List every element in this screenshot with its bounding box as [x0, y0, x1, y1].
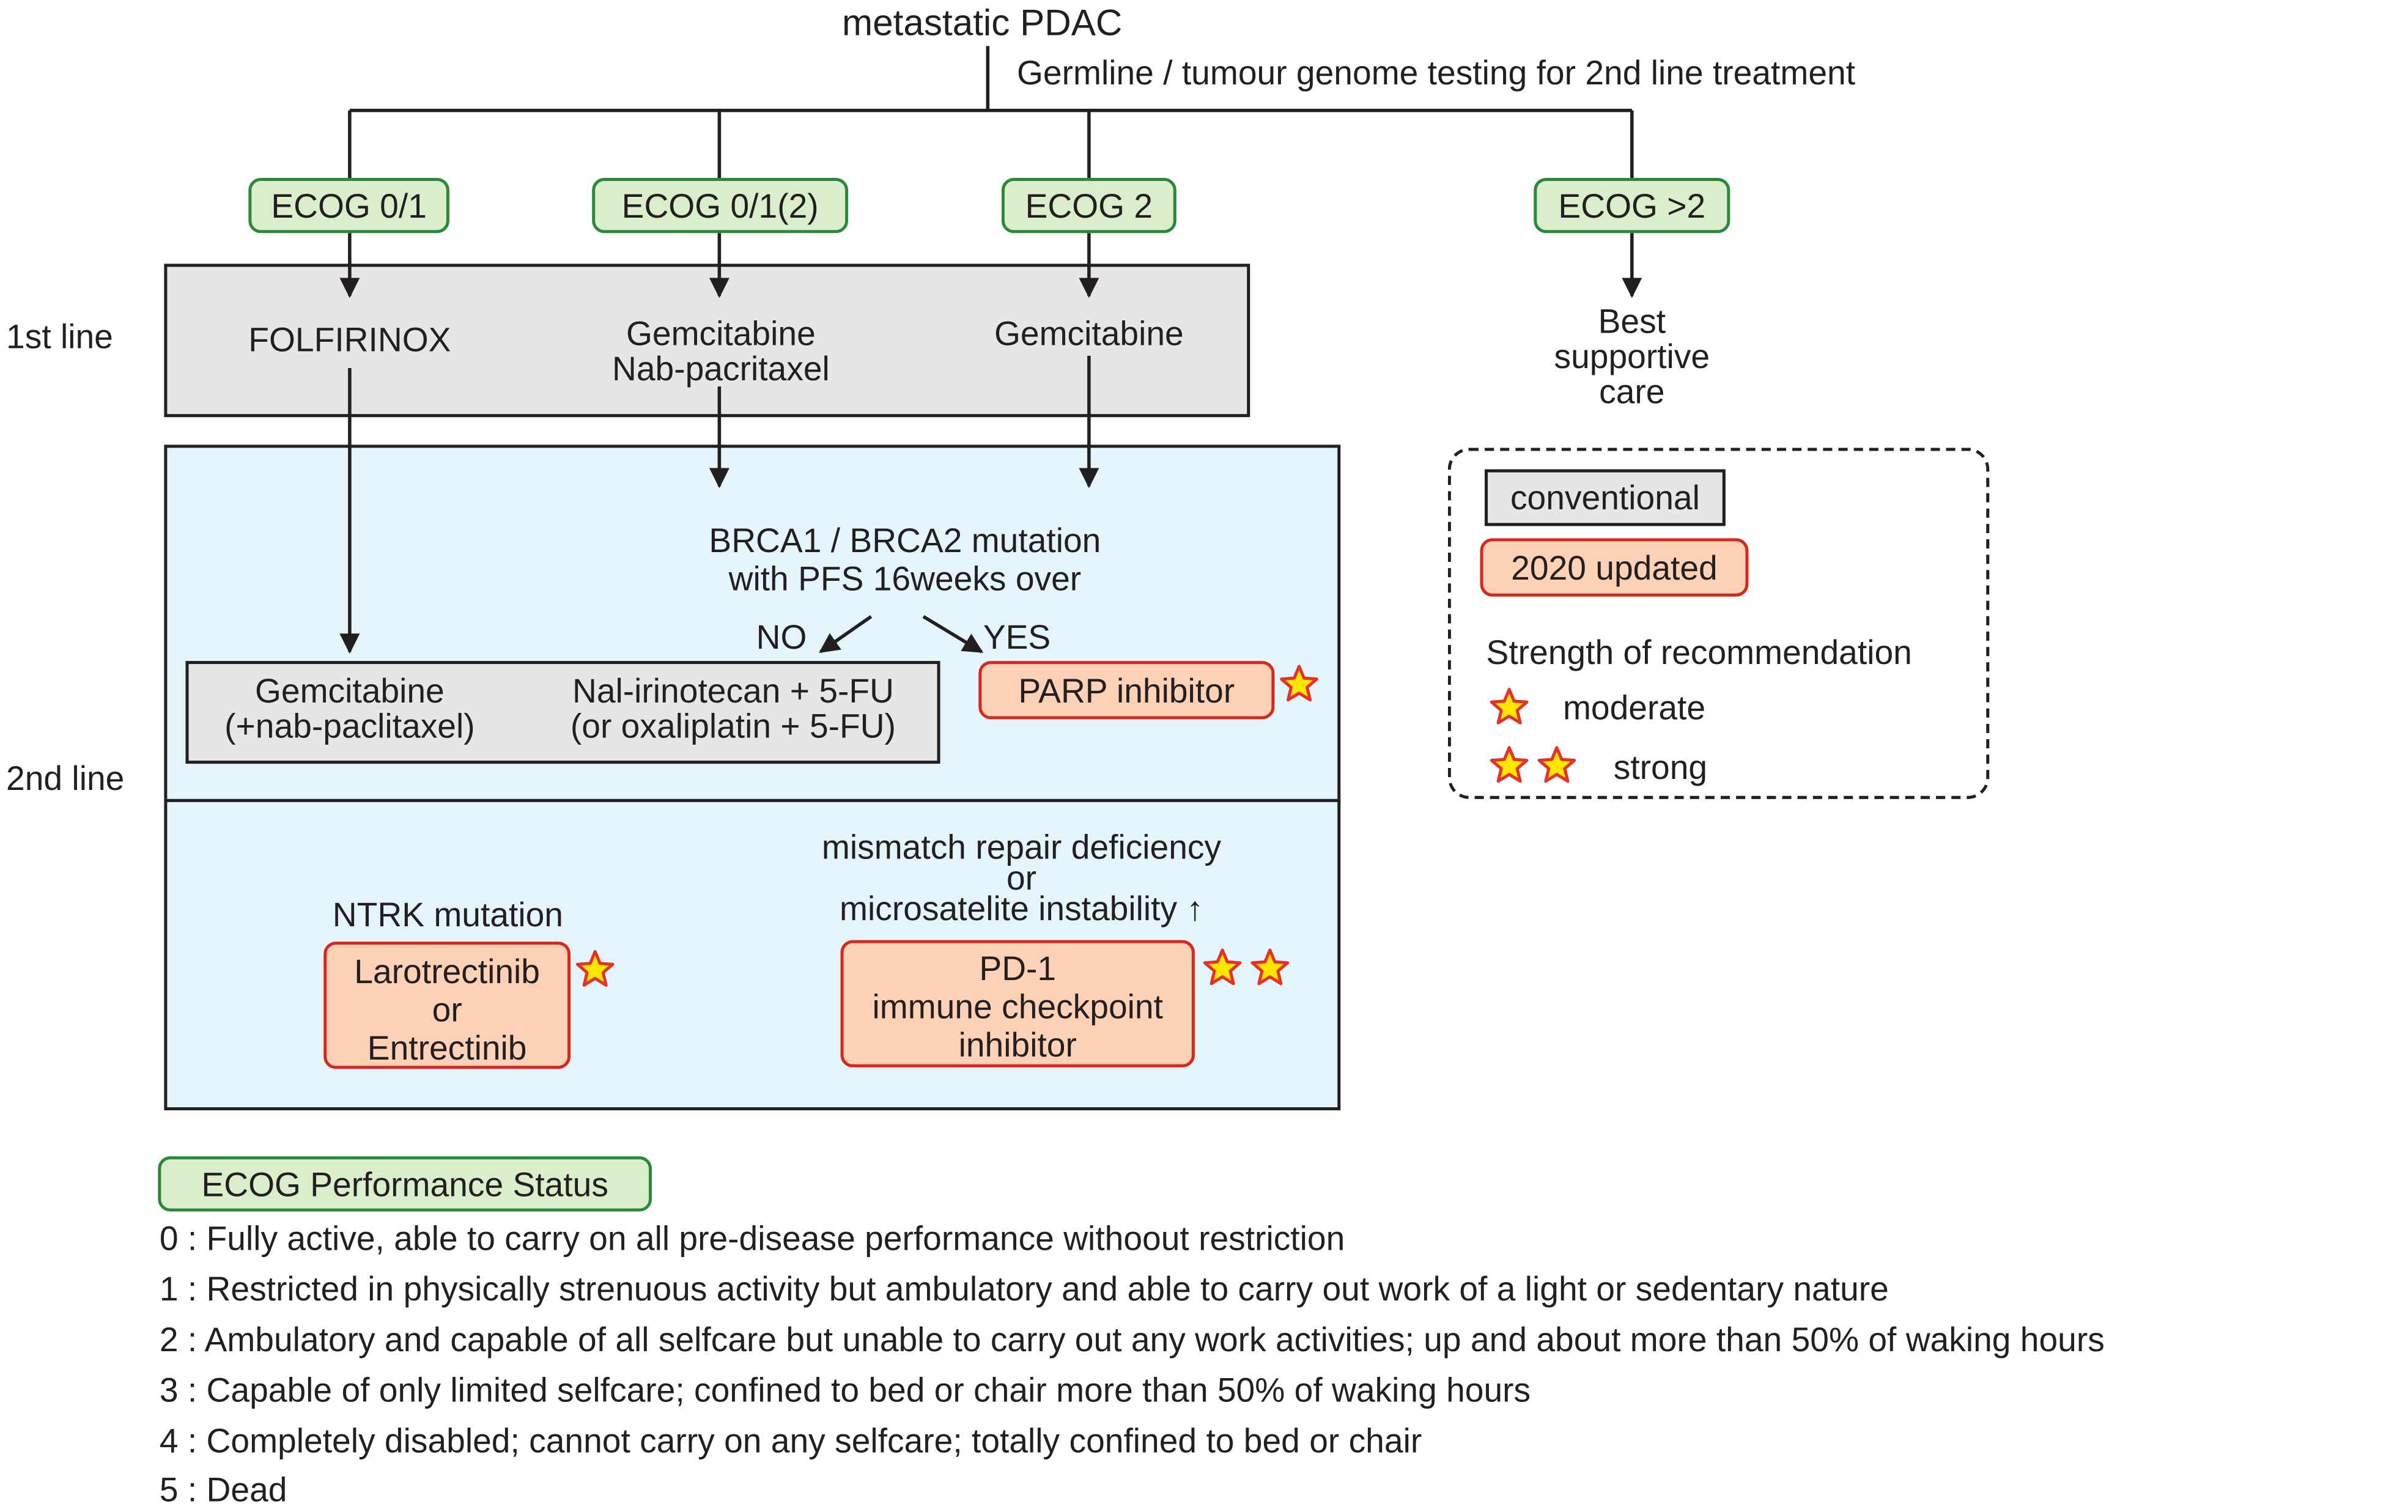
ntrk-larotrectinib: Larotrectinib — [354, 952, 540, 991]
legend-box — [1447, 448, 1990, 799]
brca-mutation-text: BRCA1 / BRCA2 mutation — [709, 521, 1101, 560]
ntrk-drug-box — [323, 942, 571, 1069]
star-icon — [1490, 687, 1529, 725]
legend-2020-updated: 2020 updated — [1480, 538, 1749, 597]
mmr-or-label: or — [1006, 858, 1037, 898]
star-icon — [1280, 665, 1318, 702]
ecog-group-2: ECOG 2 — [1001, 177, 1176, 234]
star-icon — [1203, 948, 1242, 986]
ntrk-entrectinib: Entrectinib — [367, 1029, 527, 1068]
legend-conventional: conventional — [1485, 469, 1726, 526]
best-supportive-care-1: Best — [1598, 302, 1666, 341]
legend-strong: strong — [1613, 748, 1708, 787]
first-line-gemcitabine-nab-2: Nab-pacritaxel — [612, 349, 830, 388]
brca-yes-label: YES — [983, 618, 1051, 657]
pd1-inhibitor-box — [840, 940, 1195, 1068]
ecog-group-0-1-2: ECOG 0/1(2) — [592, 177, 849, 234]
ecog-status-title: ECOG Performance Status — [158, 1156, 652, 1212]
best-supportive-care-3: care — [1599, 372, 1665, 411]
ntrk-mutation-label: NTRK mutation — [332, 895, 564, 934]
pd1-inhibitor-label: inhibitor — [958, 1026, 1077, 1064]
ecog-group-0-1: ECOG 0/1 — [248, 177, 449, 234]
genome-testing-note: Germline / tumour genome testing for 2nd… — [1017, 53, 1856, 92]
brca-no-label: NO — [756, 618, 807, 657]
ecog-status-4: 4 : Completely disabled; cannot carry on… — [159, 1422, 1422, 1460]
second-line-oxaliplatin: (or oxaliplatin + 5-FU) — [570, 707, 896, 746]
mmr-deficiency-label: mismatch repair deficiency — [821, 828, 1222, 867]
diagram-title: metastatic PDAC — [842, 3, 1123, 45]
second-line-nal-irinotecan: Nal-irinotecan + 5-FU — [572, 671, 894, 710]
ntrk-or: or — [432, 990, 462, 1030]
star-icon — [1250, 948, 1290, 986]
first-line-gemcitabine: Gemcitabine — [994, 314, 1184, 353]
second-line-label: 2nd line — [6, 759, 125, 798]
star-icon — [1490, 746, 1529, 783]
second-line-nab-paclitaxel: (+nab-paclitaxel) — [224, 707, 475, 746]
msi-label: microsatelite instability ↑ — [840, 889, 1203, 928]
second-line-conventional-box — [185, 661, 940, 764]
ecog-group-over-2: ECOG >2 — [1534, 177, 1730, 234]
best-supportive-care-2: supportive — [1554, 337, 1710, 376]
pd1-immune-checkpoint: immune checkpoint — [872, 987, 1163, 1027]
ecog-status-5: 5 : Dead — [159, 1470, 287, 1510]
ecog-status-2: 2 : Ambulatory and capable of all selfca… — [159, 1320, 2105, 1359]
first-line-folfirinox: FOLFIRINOX — [248, 320, 451, 359]
legend-strength-title: Strength of recommendation — [1486, 633, 1912, 672]
pd1-label: PD-1 — [979, 949, 1057, 988]
legend-moderate: moderate — [1562, 688, 1706, 727]
second-line-gemcitabine: Gemcitabine — [254, 671, 445, 710]
first-line-label: 1st line — [6, 317, 113, 356]
ecog-status-3: 3 : Capable of only limited selfcare; co… — [159, 1371, 1531, 1410]
star-icon — [1537, 746, 1576, 783]
parp-inhibitor-box: PARP inhibitor — [978, 661, 1275, 720]
star-icon — [575, 950, 615, 987]
ecog-status-0: 0 : Fully active, able to carry on all p… — [159, 1219, 1345, 1258]
ecog-status-1: 1 : Restricted in physically strenuous a… — [159, 1269, 1889, 1308]
brca-pfs-text: with PFS 16weeks over — [728, 559, 1082, 599]
first-line-gemcitabine-nab-1: Gemcitabine — [626, 314, 816, 353]
